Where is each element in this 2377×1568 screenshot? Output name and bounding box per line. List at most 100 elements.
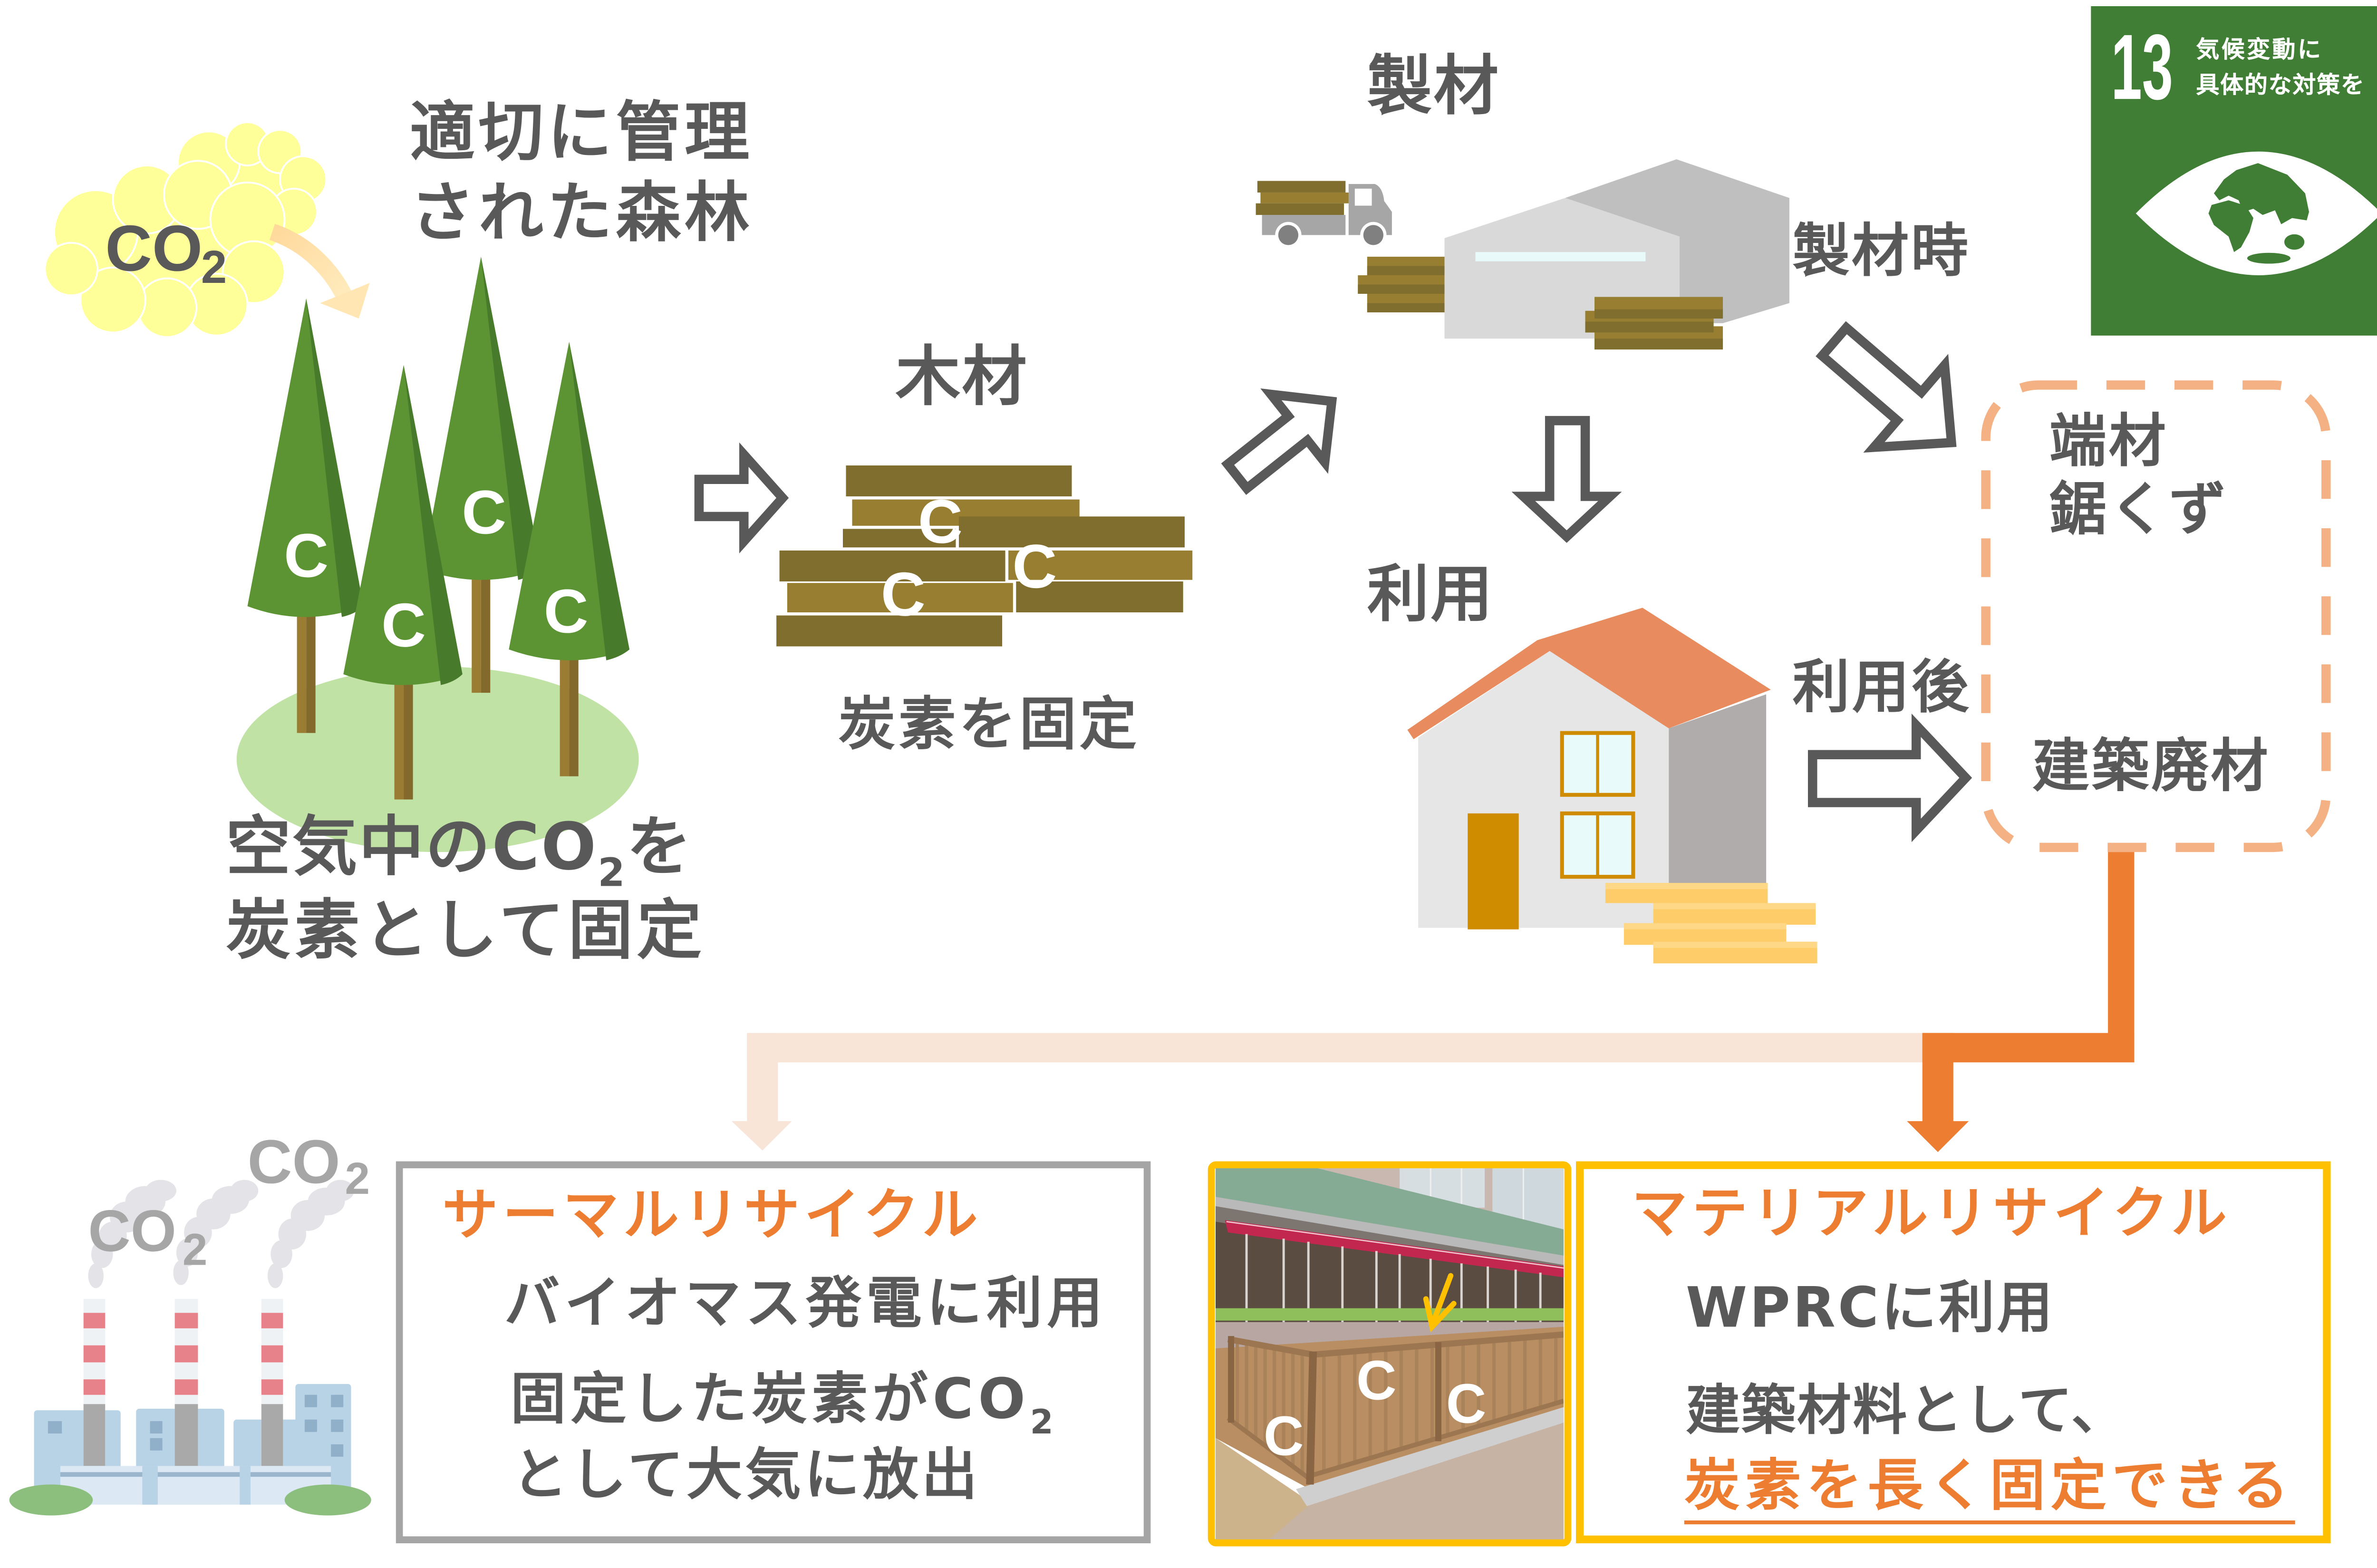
- bush: [9, 1484, 93, 1516]
- photo-deck-plinth: [1296, 1407, 1564, 1506]
- arrow-sawmill-to-byproducts: [1816, 321, 1957, 453]
- timber-carbon-label: C: [880, 561, 926, 629]
- smoke-plume: [88, 1180, 176, 1288]
- photo-carbon-label: C: [1263, 1404, 1304, 1468]
- photo-green-roof: [1216, 1167, 1564, 1256]
- emission-co2-subscript: 2: [345, 1155, 370, 1205]
- chimney-stripe: [261, 1345, 283, 1363]
- timber-plank: [1008, 550, 1193, 580]
- forest-ground: [236, 666, 639, 852]
- connector-line: [747, 1033, 1926, 1063]
- thermal-recycle-line2: 固定した炭素がCO2: [511, 1373, 1058, 1440]
- wprc-photo-frame: [1208, 1161, 1572, 1547]
- tree-crown-shade: [569, 341, 630, 660]
- tree-carbon-label: C: [462, 479, 507, 548]
- material-recycle-box: [1576, 1161, 2331, 1543]
- tree-trunk-shade: [404, 665, 413, 800]
- timber-caption: 炭素を固定: [838, 691, 1140, 758]
- timber-plank: [1016, 581, 1183, 612]
- thermal-recycle-title: サーマルリサイクル: [442, 1184, 983, 1248]
- cloud-puff: [44, 242, 98, 297]
- fence-post: [1306, 1351, 1317, 1485]
- plant-window: [331, 1394, 344, 1407]
- tree-crown-shade: [404, 365, 463, 685]
- house-roof: [1407, 608, 1771, 739]
- tree-icon: [343, 365, 463, 800]
- material-recycle-title: マテリアルリサイクル: [1632, 1183, 2232, 1247]
- cloud-co2-subscript: 2: [201, 242, 227, 294]
- sawmill-lumber-right: [1585, 297, 1723, 350]
- lumber-plank-highlight: [1653, 941, 1817, 948]
- chimney-stripe: [174, 1313, 198, 1328]
- tree-carbon-label: C: [543, 578, 589, 647]
- truck-bed: [1262, 215, 1346, 235]
- house-side-wall: [1669, 694, 1767, 928]
- photo-window-band: [1216, 1221, 1564, 1322]
- smoke-plume: [173, 1180, 259, 1285]
- tree-trunk-shade: [569, 641, 579, 776]
- plant-window: [331, 1444, 344, 1457]
- chimney-stripe: [261, 1379, 283, 1395]
- photo-pointer-arrow-icon: [1423, 1273, 1457, 1333]
- plant-window: [150, 1421, 163, 1434]
- timber-plank: [779, 550, 1005, 581]
- truck-log: [1256, 203, 1344, 215]
- lumber-plank-shade: [1585, 321, 1714, 333]
- forest-title-line2: された森林: [410, 174, 754, 251]
- chimney: [83, 1299, 106, 1466]
- chimney-base: [174, 1404, 198, 1466]
- house-door: [1468, 813, 1519, 929]
- chimney-base: [83, 1404, 106, 1466]
- usage-side-label: 利用後: [1792, 654, 1971, 721]
- timber-plank: [846, 465, 1072, 497]
- tree-trunk: [394, 665, 404, 800]
- thermal-recycle-line1: バイオマス発電に利用: [504, 1272, 1108, 1336]
- connector-arrowhead: [1907, 1121, 1969, 1152]
- arrow-timber-to-sawmill: [1221, 388, 1337, 495]
- photo-fence: [1227, 1331, 1564, 1485]
- plant-pillar: [142, 1466, 158, 1505]
- thermal-line2-text: 固定した炭素がCO: [510, 1368, 1030, 1432]
- smoke-plume: [267, 1180, 354, 1288]
- tree-trunk: [297, 603, 307, 733]
- cloud-puff: [136, 277, 198, 338]
- smoke-puff: [230, 1180, 259, 1202]
- emission-co2-label: CO: [88, 1200, 176, 1265]
- smoke-puff: [173, 1260, 189, 1285]
- sawmill-window: [1475, 252, 1646, 261]
- forest-caption-line1: 空気中のCO2を: [226, 814, 693, 893]
- chimney-stripe: [174, 1379, 198, 1395]
- photo-stamped-concrete: [1216, 1438, 1312, 1540]
- sawmill-side: [1565, 159, 1789, 323]
- usage-title: 利用: [1367, 560, 1494, 631]
- chimney-base: [261, 1404, 283, 1466]
- house-lumber-stack: [1605, 883, 1817, 964]
- co2-cloud-icon: [44, 121, 328, 338]
- tree-trunk-shade: [306, 603, 316, 733]
- tree-icon: [422, 256, 541, 693]
- lumber-plank-highlight: [1605, 883, 1768, 890]
- byproduct-dashed-box: [1981, 380, 2331, 852]
- eye-icon: [2135, 151, 2377, 275]
- house-icon: [1407, 608, 1771, 929]
- plant-window: [304, 1394, 317, 1407]
- globe-antarctica: [2247, 252, 2290, 264]
- connector-line: [747, 1033, 778, 1123]
- photo-tables: [1216, 1308, 1564, 1321]
- wprc-deck-photo: [1216, 1167, 1564, 1540]
- material-recycle-line1: WPRCに利用: [1685, 1277, 2055, 1341]
- byproduct-offcuts: 端材: [2049, 408, 2168, 475]
- truck-wheel: [1278, 225, 1299, 245]
- globe-australia: [2284, 234, 2305, 250]
- smoke-puff: [326, 1180, 354, 1202]
- caption-text: を: [626, 809, 693, 885]
- emission-co2-label: CO: [247, 1129, 340, 1197]
- sdg-goal-title-line1: 気候変動に: [2196, 35, 2323, 64]
- photo-awning-highlight: [1226, 1221, 1564, 1269]
- timber-plank: [787, 583, 1013, 612]
- pointer-arrow-head: [1423, 1296, 1457, 1333]
- photo-gutter: [1216, 1197, 1564, 1265]
- truck-log: [1257, 181, 1346, 193]
- tree-icon: [247, 298, 364, 733]
